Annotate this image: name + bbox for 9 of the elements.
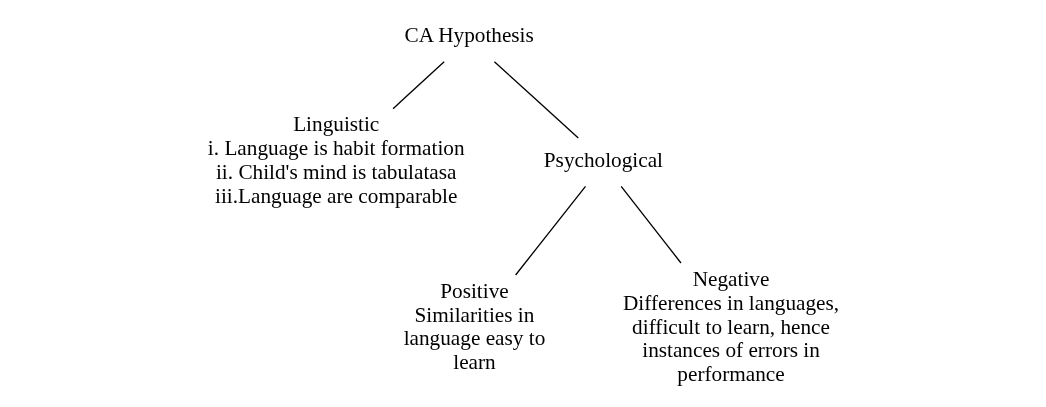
connector — [514, 185, 587, 276]
node-text: Positive Similarities in language easy to learn — [403, 278, 546, 375]
node-text: Psychological — [543, 148, 664, 173]
connector — [620, 185, 682, 264]
node-text: Negative Differences in languages, difficult to learn, hence instances of errors in performance — [622, 266, 840, 387]
node-text: Linguistic i. Language is habit formation ii. Child's mind is tabulatasa iii.Language are comparable — [207, 112, 465, 209]
connector — [493, 61, 579, 139]
node-text: CA Hypothesis — [404, 23, 534, 48]
connector — [392, 61, 445, 110]
